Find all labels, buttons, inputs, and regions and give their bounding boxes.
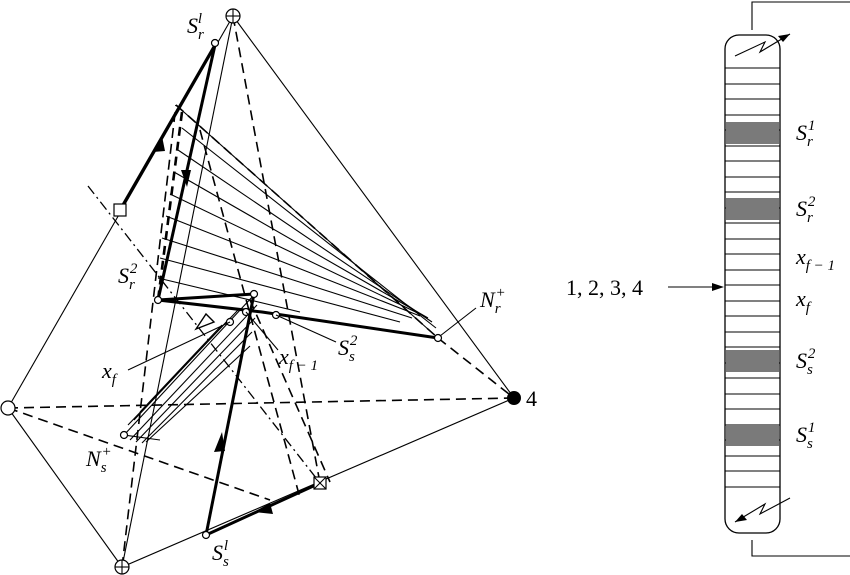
bottom-reboil-line xyxy=(751,540,850,557)
label-vertex-4: 4 xyxy=(526,386,537,411)
point-n-r-plus xyxy=(433,333,443,343)
column-label-s-s-2: Ss2 xyxy=(796,346,816,378)
leader-x-f-1 xyxy=(245,311,279,351)
point-n-s-plus xyxy=(119,430,129,440)
label-s-s-2: Ss2 xyxy=(338,333,358,365)
column-label-x-f-1: xf − 1 xyxy=(795,244,835,274)
column-body xyxy=(724,34,781,534)
label-s-r-l: Srl xyxy=(187,11,204,43)
dashed-inner-2 xyxy=(249,299,331,483)
rectifying-profile-arrow-line xyxy=(118,44,217,211)
point-top-strip xyxy=(249,289,259,299)
distillation-column: 1, 2, 3, 4 Sr1 Sr2 xf − 1 xf Ss2 Ss1 xyxy=(566,1,850,557)
box-point-bottom-x xyxy=(313,476,327,490)
vertex-top-cross xyxy=(225,8,241,24)
point-s-r-l xyxy=(210,38,220,48)
condenser-arrowhead xyxy=(778,34,790,42)
vertex-left xyxy=(0,400,16,416)
feed-arrowhead xyxy=(712,283,724,291)
dashed-left-diag xyxy=(7,407,271,501)
dashed-bottom-left-up xyxy=(121,104,177,568)
leader-x-f xyxy=(127,321,231,371)
point-s-r-2 xyxy=(153,295,163,305)
rectifying-profile-to-nr xyxy=(157,298,439,340)
box-point-left xyxy=(113,203,127,217)
shaded-section-s-s-1 xyxy=(726,424,779,446)
vertex-bottom-cross xyxy=(114,559,130,575)
label-x-f-1: xf − 1 xyxy=(278,344,318,374)
edge-top-right xyxy=(232,15,515,399)
point-s-s-l xyxy=(201,530,211,540)
reboiler-arrowhead xyxy=(735,514,747,522)
column-label-s-r-1: Sr1 xyxy=(796,118,815,150)
arrow-down-rect xyxy=(181,170,191,187)
edge-left-right-hidden xyxy=(7,397,515,409)
label-n-r-plus: Nr+ xyxy=(479,285,506,317)
arrow-up-strip xyxy=(214,432,225,452)
label-n-s-plus: Ns+ xyxy=(85,444,112,476)
rectifying-tie-lines xyxy=(157,104,439,339)
column-label-x-f: xf xyxy=(795,286,812,316)
stripping-profile-main xyxy=(204,293,256,536)
top-reflux-line xyxy=(751,1,850,30)
edge-left-bottom xyxy=(7,407,123,568)
arrow-up-left xyxy=(153,136,165,152)
reboiler-symbol xyxy=(734,497,791,523)
feed-label: 1, 2, 3, 4 xyxy=(566,275,643,300)
vertex-right-filled xyxy=(507,391,521,405)
leader-s-s-2 xyxy=(275,314,337,343)
rectifying-dashed-back xyxy=(156,111,184,301)
dashed-nr-to-4 xyxy=(437,337,515,399)
arrow-left-bottom xyxy=(254,503,273,514)
column-label-s-s-1: Ss1 xyxy=(796,420,815,452)
shaded-section-s-r-1 xyxy=(726,122,779,144)
label-s-r-2: Sr2 xyxy=(118,261,138,293)
column-label-s-r-2: Sr2 xyxy=(796,194,816,226)
feed-link xyxy=(157,292,255,302)
leader-n-r xyxy=(439,307,477,337)
shaded-section-s-s-2 xyxy=(726,350,779,372)
triangle-point xyxy=(194,312,216,331)
shaded-section-s-r-2 xyxy=(726,198,779,220)
condenser-symbol xyxy=(734,33,791,57)
label-s-s-l: Ssl xyxy=(212,538,229,570)
stripping-tie-lines xyxy=(123,294,258,444)
tetrahedron: Srl Sr2 Nr+ xf xf − 1 Ss2 Ns+ Ssl 4 xyxy=(0,8,537,575)
edge-top-bottom xyxy=(121,15,234,568)
label-x-f: xf xyxy=(101,358,118,388)
